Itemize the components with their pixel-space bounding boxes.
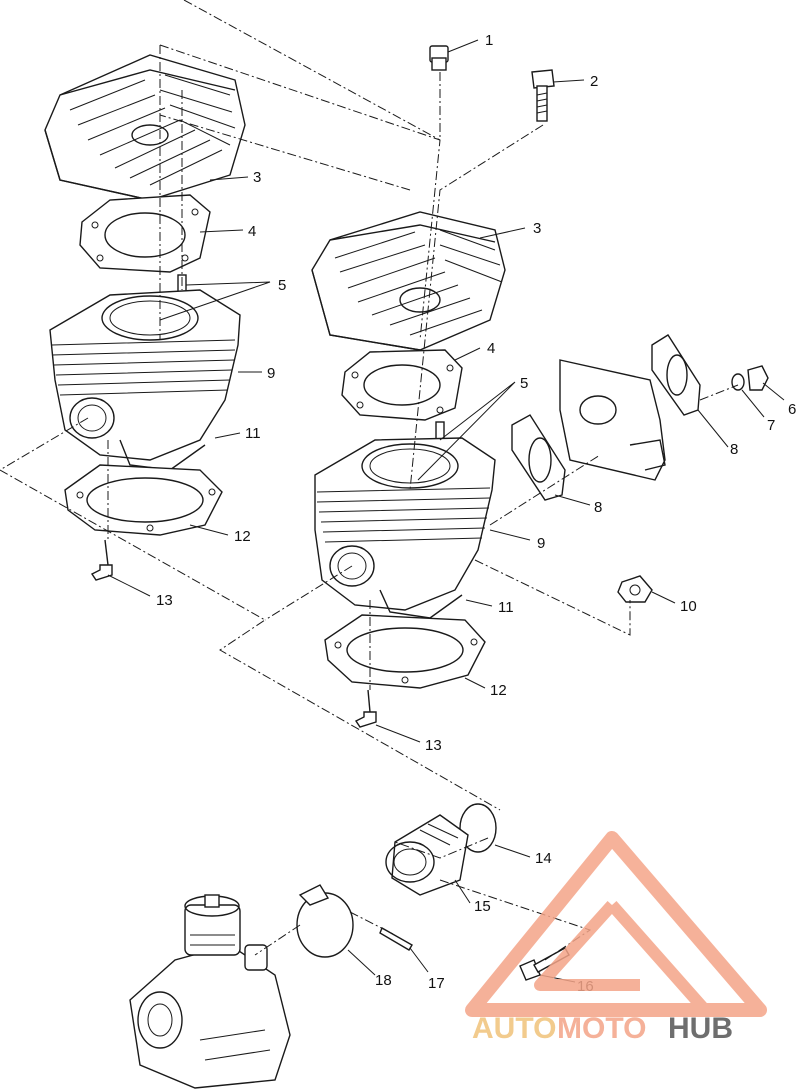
callout-11: 11 [245, 425, 261, 442]
alignment-lines [0, 0, 739, 961]
callout-12: 12 [234, 528, 251, 545]
callout-17: 17 [428, 975, 445, 992]
exhaust-gasket-lower [511, 414, 566, 501]
washer-part-7 [731, 373, 745, 391]
callout-8-lower: 8 [594, 499, 602, 516]
callout-9: 9 [267, 365, 275, 382]
callout-2: 2 [590, 73, 598, 90]
watermark-hub: HUB [668, 1012, 733, 1045]
right-fitting [354, 689, 377, 728]
callout-5: 5 [278, 277, 286, 294]
flange-nut-part-10 [617, 575, 653, 603]
callout-18: 18 [375, 972, 392, 989]
right-base-gasket [324, 614, 486, 689]
callout-8-upper: 8 [730, 441, 738, 458]
callout-3-right: 3 [533, 220, 541, 237]
head-bolt-part-2 [531, 69, 555, 122]
callout-9-right: 9 [537, 535, 545, 552]
callout-15: 15 [474, 898, 491, 915]
callout-14: 14 [535, 850, 552, 867]
watermark-triangle-logo [465, 831, 767, 1017]
callout-labels: 1 2 3 4 5 9 11 12 13 3 4 5 9 11 12 13 8 … [156, 32, 796, 995]
o-ring-part-14 [459, 803, 497, 853]
callout-7: 7 [767, 417, 775, 434]
exhaust-gasket-upper [651, 334, 701, 416]
callout-1: 1 [485, 32, 493, 49]
intake-boot-part-15 [385, 814, 469, 896]
leader-lines [107, 39, 785, 983]
left-cylinder-body [49, 289, 241, 471]
screw-part-17 [379, 926, 413, 951]
callout-4: 4 [248, 223, 256, 240]
right-cylinder-head [311, 211, 506, 351]
right-cylinder-body [314, 437, 496, 619]
callout-11-right: 11 [498, 599, 514, 616]
right-head-gasket [341, 349, 463, 421]
nut-part-6 [747, 365, 769, 391]
carburetor [129, 894, 291, 1089]
head-nut-part-1 [429, 45, 449, 71]
callout-3: 3 [253, 169, 261, 186]
left-head-gasket [79, 194, 211, 273]
exhaust-bracket [559, 359, 666, 481]
callout-12-right: 12 [490, 682, 507, 699]
automotohub-watermark: AUTO MOTO HUB [465, 831, 767, 1045]
watermark-moto: MOTO [557, 1012, 646, 1045]
callout-4-right: 4 [487, 340, 495, 357]
clamp-part-18 [296, 884, 354, 958]
callout-13-right: 13 [425, 737, 442, 754]
left-cylinder-head [44, 54, 246, 201]
left-fitting [90, 539, 113, 581]
callout-10: 10 [680, 598, 697, 615]
callout-6: 6 [788, 401, 796, 418]
left-base-gasket [64, 464, 223, 536]
callout-5-right: 5 [520, 375, 528, 392]
watermark-auto: AUTO [472, 1012, 556, 1045]
callout-13: 13 [156, 592, 173, 609]
